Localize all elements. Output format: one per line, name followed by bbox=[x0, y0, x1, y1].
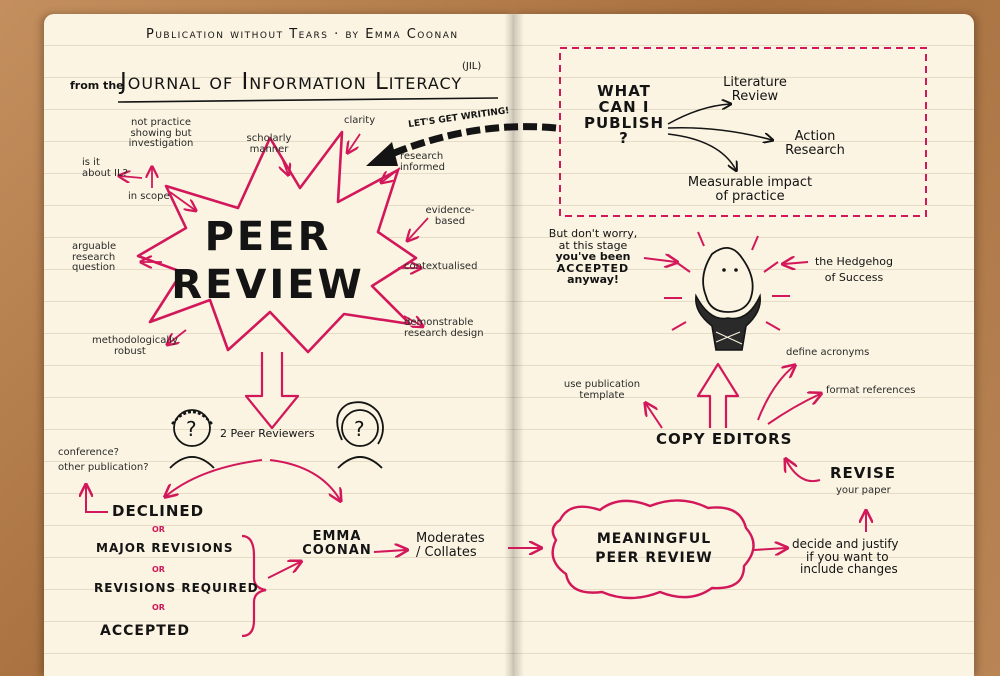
arrow-measurable-impact bbox=[668, 134, 736, 170]
outcome-major-revisions: MAJOR REVISIONS bbox=[96, 542, 234, 555]
reviewer-right: ? bbox=[337, 402, 383, 468]
journal-abbreviation: (JIL) bbox=[462, 62, 481, 73]
what-can-i-publish-question: WHAT CAN I PUBLISH ? bbox=[584, 84, 664, 147]
criterion-not-practice: not practice showing but investigation bbox=[116, 118, 206, 150]
arrow-literature-review bbox=[668, 104, 730, 124]
revise-your-paper-label: your paper bbox=[836, 486, 891, 497]
peer-reviewers-label: 2 Peer Reviewers bbox=[220, 428, 315, 440]
branch-to-emma bbox=[270, 460, 340, 500]
arrow-to-acronyms bbox=[758, 366, 794, 420]
criterion-research-informed: research informed bbox=[400, 152, 445, 173]
criterion-in-scope: in scope bbox=[128, 192, 170, 203]
criterion-is-it-about-il: is it about IL? bbox=[82, 158, 128, 179]
arrow-hedgehog-label bbox=[784, 262, 808, 264]
arrow-outcomes-to-emma bbox=[268, 562, 300, 578]
criterion-methodologically-robust: methodologically robust bbox=[92, 336, 178, 357]
journal-underline bbox=[118, 98, 498, 102]
meaningful-peer-review-label: MEANINGFUL PEER REVIEW bbox=[566, 532, 742, 565]
outcome-declined: DECLINED bbox=[112, 504, 204, 520]
reviewer-left: ? bbox=[170, 410, 214, 468]
criterion-evidence-based: evidence- based bbox=[420, 206, 480, 227]
connector-clarity bbox=[348, 134, 360, 152]
from-the-label: from the bbox=[70, 80, 124, 92]
sketchnote-title: Publication without Tears · by Emma Coon… bbox=[146, 28, 459, 42]
decide-and-justify-label: decide and justify if you want to includ… bbox=[792, 538, 898, 576]
hedgehog-of-success-label: the Hedgehog of Success bbox=[806, 256, 902, 283]
outcome-or-1: OR bbox=[152, 526, 165, 534]
hedgehog-of-success-icon bbox=[664, 232, 790, 350]
criterion-clarity: clarity bbox=[344, 116, 375, 127]
criterion-arguable-question: arguable research question bbox=[72, 242, 116, 274]
svg-text:?: ? bbox=[354, 417, 365, 441]
use-publication-template: use publication template bbox=[552, 380, 652, 401]
arrow-to-template bbox=[646, 404, 662, 428]
lets-get-writing-arrowhead bbox=[366, 142, 398, 166]
criterion-demonstrable-design: demonstrable research design bbox=[404, 318, 484, 339]
dont-worry-note: But don't worry, at this stage you've be… bbox=[534, 228, 652, 286]
arrow-revise-to-copy-editors bbox=[786, 460, 820, 481]
revise-label: REVISE bbox=[830, 466, 896, 482]
outcome-accepted: ACCEPTED bbox=[100, 624, 190, 639]
option-measurable-impact: Measurable impact of practice bbox=[680, 176, 820, 203]
svg-text:?: ? bbox=[186, 417, 197, 441]
peer-review-title-peer: PEER bbox=[180, 216, 356, 258]
arrow-to-references bbox=[768, 394, 820, 424]
outcome-or-3: OR bbox=[152, 604, 165, 612]
criterion-scholarly-manner: scholarly manner bbox=[234, 134, 304, 155]
arrow-to-reviewers bbox=[246, 352, 298, 428]
moderates-collates-label: Moderates / Collates bbox=[416, 532, 485, 559]
arrow-to-conference bbox=[86, 486, 108, 512]
emma-coonan-label: EMMA COONAN bbox=[300, 530, 374, 557]
arrow-emma-to-moderates bbox=[374, 550, 406, 552]
arrow-action-research bbox=[668, 128, 772, 140]
branch-to-declined bbox=[166, 460, 262, 496]
copy-editors-label: COPY EDITORS bbox=[656, 432, 792, 448]
format-references: format references bbox=[826, 386, 916, 397]
conference-other-publication: conference? other publication? bbox=[58, 448, 149, 473]
criterion-contextualised: contextualised bbox=[404, 262, 477, 273]
peer-review-title-review: REVIEW bbox=[168, 264, 368, 306]
option-action-research: Action Research bbox=[760, 130, 870, 157]
arrow-up-to-hedgehog bbox=[698, 364, 738, 428]
define-acronyms: define acronyms bbox=[786, 348, 869, 359]
journal-name: Journal of Information Literacy bbox=[120, 70, 462, 94]
outcome-or-2: OR bbox=[152, 566, 165, 574]
arrow-meaningful-to-decide bbox=[754, 548, 786, 550]
option-literature-review: Literature Review bbox=[700, 76, 810, 103]
outcome-revisions-required: REVISIONS REQUIRED bbox=[94, 582, 259, 595]
